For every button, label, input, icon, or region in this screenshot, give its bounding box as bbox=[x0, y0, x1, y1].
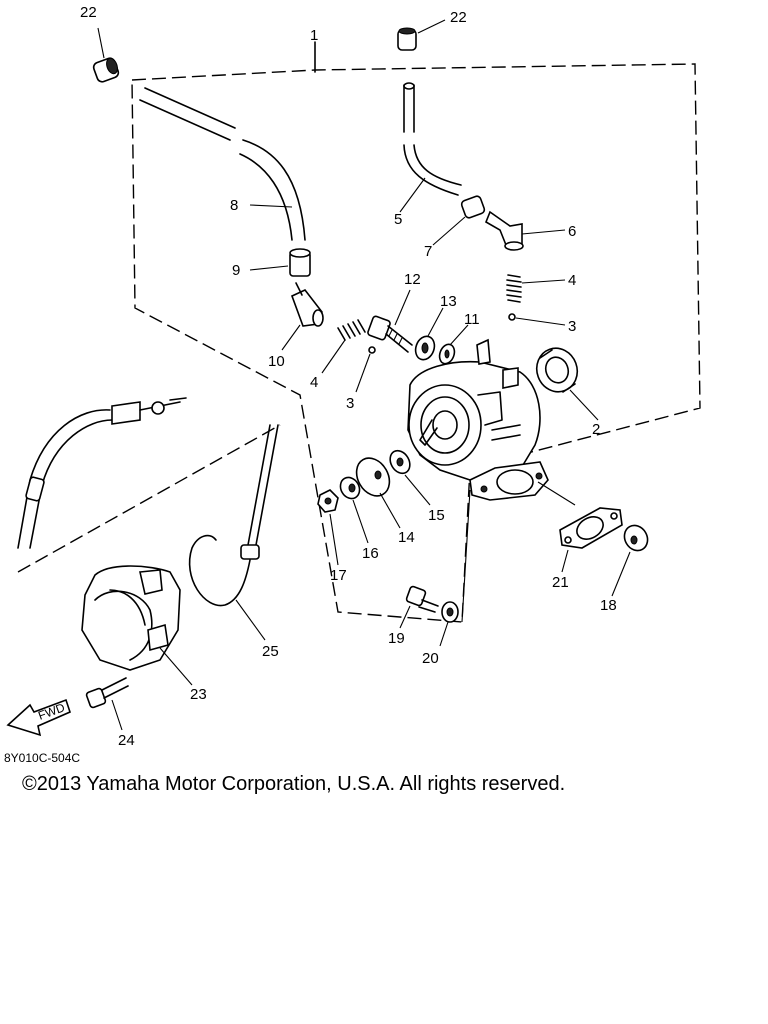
ball-3-right bbox=[508, 313, 566, 326]
spring-4-right bbox=[506, 274, 566, 303]
callout-11: 11 bbox=[464, 311, 480, 328]
fitting-7 bbox=[432, 195, 486, 246]
copyright-notice: ©2013 Yamaha Motor Corporation, U.S.A. A… bbox=[22, 773, 566, 795]
callout-14: 14 bbox=[398, 529, 415, 546]
callout-24: 24 bbox=[118, 732, 135, 749]
washer-18 bbox=[611, 524, 649, 597]
callout-4b: 4 bbox=[310, 374, 318, 391]
nut-17 bbox=[317, 489, 339, 566]
callout-2: 2 bbox=[592, 421, 600, 438]
cap-22-right bbox=[397, 19, 446, 51]
callout-19: 19 bbox=[388, 630, 405, 647]
reference-code: 8Y010C-504C bbox=[4, 751, 80, 765]
parts-diagram: FWD 1 2 3 3 4 4 5 6 7 8 9 10 11 12 13 14… bbox=[4, 4, 701, 765]
washer-20 bbox=[439, 601, 459, 647]
callout-10: 10 bbox=[268, 353, 285, 370]
callout-3a: 3 bbox=[568, 318, 576, 335]
hose-8 bbox=[139, 87, 306, 241]
callout-21: 21 bbox=[552, 574, 569, 591]
callout-20: 20 bbox=[422, 650, 439, 667]
callout-8: 8 bbox=[230, 197, 238, 214]
bolt-12 bbox=[367, 289, 413, 353]
callout-12: 12 bbox=[404, 271, 421, 288]
washer-11 bbox=[438, 324, 469, 365]
callout-17: 17 bbox=[330, 567, 347, 584]
cap-22-left bbox=[92, 27, 120, 83]
oil-pump-body bbox=[407, 338, 576, 623]
callout-23: 23 bbox=[190, 686, 207, 703]
callout-16: 16 bbox=[362, 545, 379, 562]
gear-14 bbox=[355, 457, 401, 529]
callout-7: 7 bbox=[424, 243, 432, 260]
callout-5: 5 bbox=[394, 211, 402, 228]
nut-16 bbox=[339, 476, 369, 544]
callout-22a: 22 bbox=[80, 4, 97, 21]
callout-18: 18 bbox=[600, 597, 617, 614]
callout-9: 9 bbox=[232, 262, 240, 279]
assembly-boundary bbox=[131, 63, 701, 623]
cable-group-boundary bbox=[17, 424, 281, 573]
cable-25 bbox=[188, 424, 279, 641]
callout-15: 15 bbox=[428, 507, 445, 524]
callout-25: 25 bbox=[262, 643, 279, 660]
washer-13 bbox=[414, 307, 444, 361]
bolt-19 bbox=[399, 585, 439, 629]
fitting-9 bbox=[249, 248, 311, 277]
bolt-24 bbox=[85, 677, 129, 731]
cover-23 bbox=[81, 565, 193, 686]
hose-5 bbox=[399, 82, 462, 213]
callout-4a: 4 bbox=[568, 272, 576, 289]
callout-6: 6 bbox=[568, 223, 576, 240]
elbow-10 bbox=[281, 282, 324, 351]
spring-4-left bbox=[321, 319, 366, 374]
fwd-arrow-icon: FWD bbox=[6, 698, 71, 737]
washer-15 bbox=[389, 449, 431, 506]
elbow-6 bbox=[484, 210, 566, 251]
callout-13: 13 bbox=[440, 293, 457, 310]
throttle-cable bbox=[17, 397, 187, 549]
ball-3-left bbox=[355, 346, 376, 393]
callout-3b: 3 bbox=[346, 395, 354, 412]
gasket-21 bbox=[559, 507, 623, 573]
callout-22b: 22 bbox=[450, 9, 467, 26]
callout-1: 1 bbox=[310, 27, 318, 44]
seal-2 bbox=[535, 347, 599, 421]
